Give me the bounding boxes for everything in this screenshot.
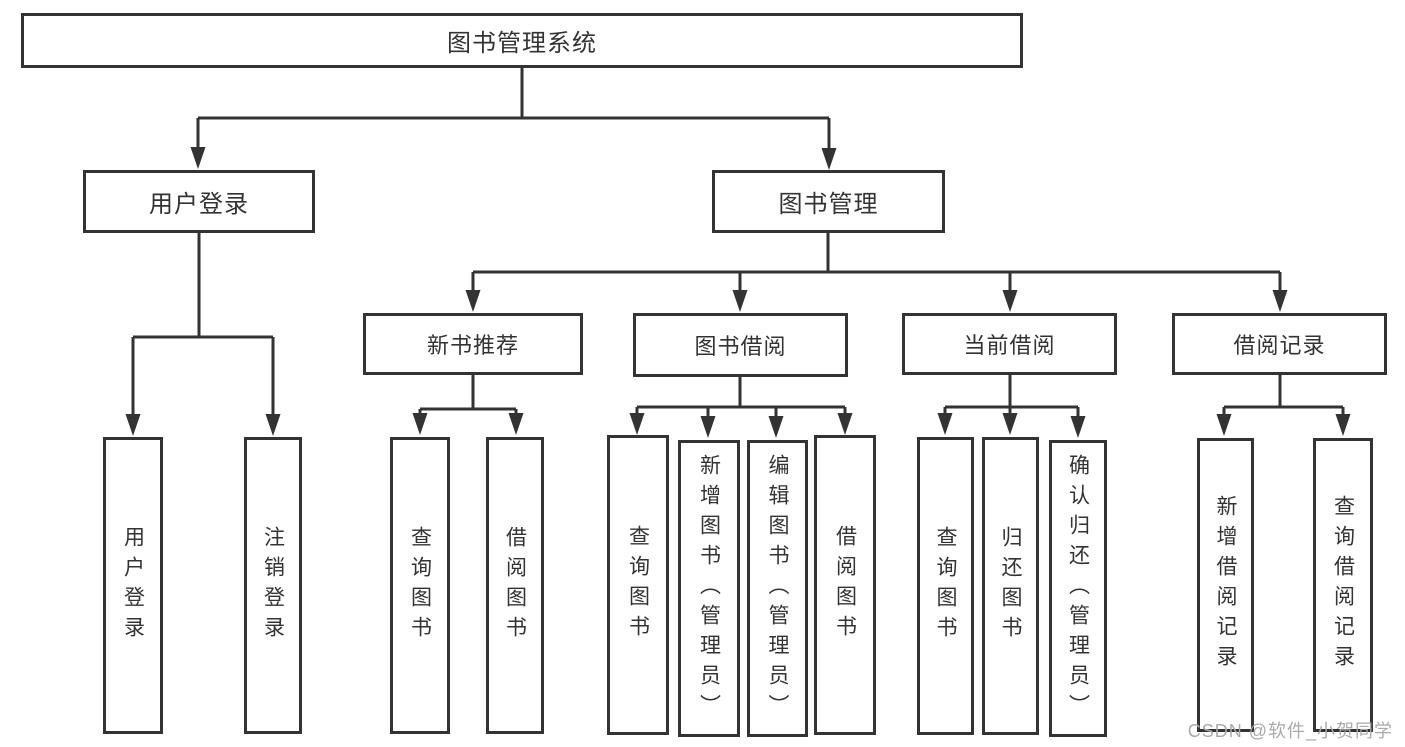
- node-root-label: 图书管理系统: [447, 30, 597, 57]
- arrowheads: [125, 147, 1351, 438]
- leaf-confirm-return-admin: 确认归还（管理员）: [1049, 440, 1107, 737]
- node-root: 图书管理系统: [21, 13, 1023, 68]
- node-borrowing-records: 借阅记录: [1172, 313, 1387, 375]
- leaf-user-login: 用户登录: [103, 437, 163, 734]
- leaf-borrow-books-borrow: 借阅图书: [814, 435, 876, 735]
- node-new-book-recommend-label: 新书推荐: [426, 333, 519, 358]
- leaf-borrow-books-recommend: 借阅图书: [486, 437, 544, 734]
- node-user-login-label: 用户登录: [149, 191, 249, 218]
- leaf-query-borrow-record: 查询借阅记录: [1313, 438, 1373, 732]
- leaf-add-book-admin: 新增图书（管理员）: [678, 440, 740, 737]
- leaf-add-borrow-record: 新增借阅记录: [1197, 438, 1254, 732]
- node-user-login: 用户登录: [83, 170, 315, 233]
- node-current-borrowing: 当前借阅: [902, 313, 1117, 375]
- node-book-management: 图书管理: [712, 170, 945, 233]
- watermark-text: CSDN @软件_小贺同学: [1187, 721, 1393, 741]
- leaf-return-book: 归还图书: [982, 437, 1039, 735]
- node-book-management-label: 图书管理: [778, 191, 879, 218]
- node-current-borrowing-label: 当前借阅: [963, 333, 1056, 358]
- node-book-borrowing-label: 图书借阅: [694, 334, 787, 359]
- node-borrowing-records-label: 借阅记录: [1233, 333, 1326, 358]
- leaf-query-books-current: 查询图书: [917, 437, 974, 735]
- leaf-query-books-recommend: 查询图书: [390, 437, 450, 734]
- leaf-edit-book-admin: 编辑图书（管理员）: [747, 440, 808, 737]
- node-book-borrowing: 图书借阅: [633, 313, 848, 377]
- node-new-book-recommend: 新书推荐: [363, 313, 583, 375]
- leaf-query-books-borrow: 查询图书: [607, 435, 669, 735]
- leaf-logout: 注销登录: [244, 437, 302, 734]
